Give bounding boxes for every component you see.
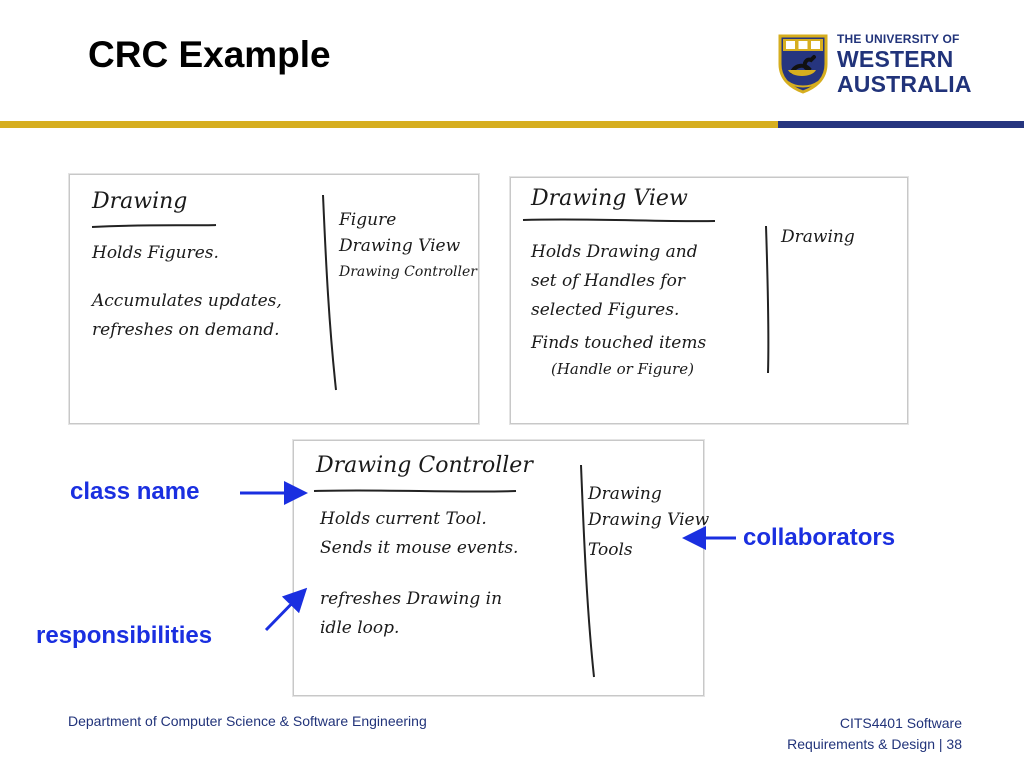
collaborator-item: Drawing — [781, 227, 855, 247]
callout-class-name: class name — [70, 478, 200, 505]
card-collaborators: Drawing — [781, 224, 855, 250]
card-rules — [522, 218, 770, 374]
collaborator-item: Drawing View — [588, 510, 710, 530]
card-class-name: Drawing View — [531, 186, 688, 211]
university-line2: WESTERN — [837, 46, 954, 72]
callout-responsibilities: responsibilities — [36, 622, 213, 649]
crc-card-drawing-controller: Drawing Controller Holds current Tool. S… — [293, 440, 709, 696]
card-responsibilities: Holds Figures. Accumulates updates, refr… — [92, 239, 282, 345]
collaborator-item: Drawing View — [339, 236, 461, 256]
collaborator-item: Figure — [339, 210, 397, 230]
university-line3: AUSTRALIA — [837, 71, 972, 97]
blue-divider — [778, 121, 1024, 128]
responsibility-item: Holds Figures. — [92, 243, 219, 263]
card-rules — [313, 464, 595, 678]
card-responsibilities: Holds Drawing and set of Handles for sel… — [531, 238, 706, 380]
footer-course-line1: CITS4401 Software — [839, 715, 962, 731]
card-collaborators: Figure Drawing View Drawing Controller — [339, 207, 477, 285]
responsibility-spacer — [320, 563, 518, 585]
collaborator-item: Drawing — [588, 484, 662, 504]
footer-department: Department of Computer Science & Softwar… — [68, 713, 427, 729]
collaborator-item: Tools — [588, 540, 633, 560]
crc-card-drawing: Drawing Holds Figures. Accumulates updat… — [69, 174, 479, 424]
responsibility-spacer — [92, 268, 282, 287]
page-number: 38 — [946, 736, 962, 752]
crest-icon — [778, 34, 828, 94]
footer-course-line2: Requirements & Design — [787, 736, 935, 752]
responsibility-item: refreshes Drawing in — [320, 589, 503, 609]
university-wordmark: THE UNIVERSITY OF WESTERN AUSTRALIA — [837, 32, 972, 97]
university-line1: THE UNIVERSITY OF — [837, 32, 960, 46]
slide-title: CRC Example — [88, 34, 331, 75]
card-responsibilities: Holds current Tool. Sends it mouse event… — [320, 505, 518, 643]
responsibility-item: Accumulates updates, — [92, 291, 282, 311]
card-class-name: Drawing Controller — [316, 453, 533, 478]
university-logo: THE UNIVERSITY OF WESTERN AUSTRALIA — [776, 30, 971, 97]
responsibility-item: Holds Drawing and — [531, 242, 698, 262]
responsibility-item: refreshes on demand. — [92, 320, 280, 340]
responsibility-item: set of Handles for — [531, 271, 686, 291]
gold-divider — [0, 121, 778, 128]
card-rules — [91, 194, 337, 391]
crc-card-drawing-view: Drawing View Holds Drawing and set of Ha… — [510, 177, 908, 424]
footer-course: CITS4401 Software Requirements & Design … — [787, 713, 962, 755]
responsibility-item: selected Figures. — [531, 300, 680, 320]
callout-collaborators: collaborators — [743, 524, 896, 551]
responsibility-item: (Handle or Figure) — [551, 360, 694, 378]
card-collaborators: Drawing Drawing View Tools — [588, 481, 709, 563]
responsibility-item: idle loop. — [320, 618, 400, 638]
responsibility-item: Holds current Tool. — [320, 509, 487, 529]
card-class-name: Drawing — [92, 189, 188, 214]
collaborator-item: Drawing Controller — [339, 264, 477, 280]
responsibility-item: Finds touched items — [531, 333, 707, 353]
responsibility-item: Sends it mouse events. — [320, 538, 519, 558]
footer-course-line2-row: Requirements & Design | 38 — [787, 736, 962, 752]
